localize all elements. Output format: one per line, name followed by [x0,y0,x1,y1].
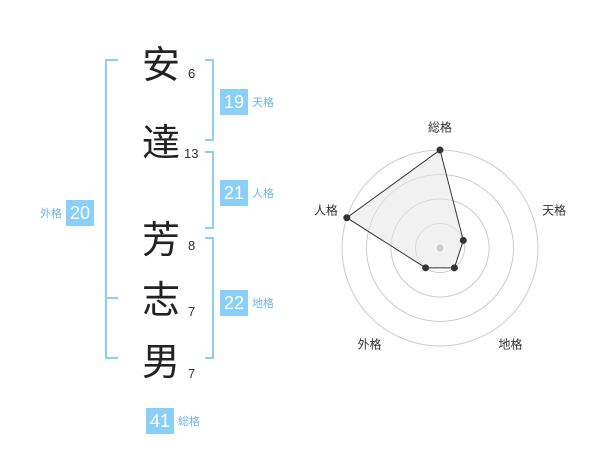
name-char-4: 志 [141,278,180,322]
jinkaku-label: 人格 [252,187,274,200]
jinkaku-value: 21 [220,180,248,206]
name-char-1: 安 [141,43,180,87]
name-char-2: 達 [141,121,180,165]
radar-center-dot [436,244,444,252]
chikaku-bracket [205,237,214,359]
gaikaku-value: 20 [66,200,94,226]
radar-polygon [345,149,464,269]
tenkaku-value: 19 [220,89,248,115]
gaikaku-bracket [105,59,118,359]
radar-axis-label: 天格 [542,202,566,217]
name-char-3: 芳 [141,218,180,262]
stroke-count-1: 6 [188,66,196,81]
jinkaku-badge: 21 人格 [220,180,274,206]
radar-point [459,236,467,244]
radar-axis-label: 人格 [314,202,338,217]
tenkaku-label: 天格 [252,96,274,109]
gaikaku-label: 外格 [40,207,62,220]
radar-axis-label: 総格 [428,120,452,135]
chikaku-label: 地格 [252,297,274,310]
soukaku-badge: 41 総格 [146,408,200,434]
radar-point [450,264,458,272]
soukaku-value: 41 [146,408,174,434]
radar-axis-label: 地格 [499,337,523,352]
soukaku-label: 総格 [178,415,200,428]
radar-axis-label: 外格 [357,337,381,352]
jinkaku-bracket [205,151,214,229]
radar-point [422,264,430,272]
chikaku-value: 22 [220,290,248,316]
name-char-5: 男 [141,340,180,384]
stroke-count-5: 7 [188,366,196,381]
radar-point [343,214,351,222]
gaikaku-badge: 外格 20 [40,200,94,226]
stroke-count-2: 13 [184,146,199,161]
stroke-count-4: 7 [188,304,196,319]
stroke-count-3: 8 [188,238,196,253]
chikaku-badge: 22 地格 [220,290,274,316]
radar-point [436,146,444,154]
tenkaku-badge: 19 天格 [220,89,274,115]
tenkaku-bracket [205,59,214,141]
